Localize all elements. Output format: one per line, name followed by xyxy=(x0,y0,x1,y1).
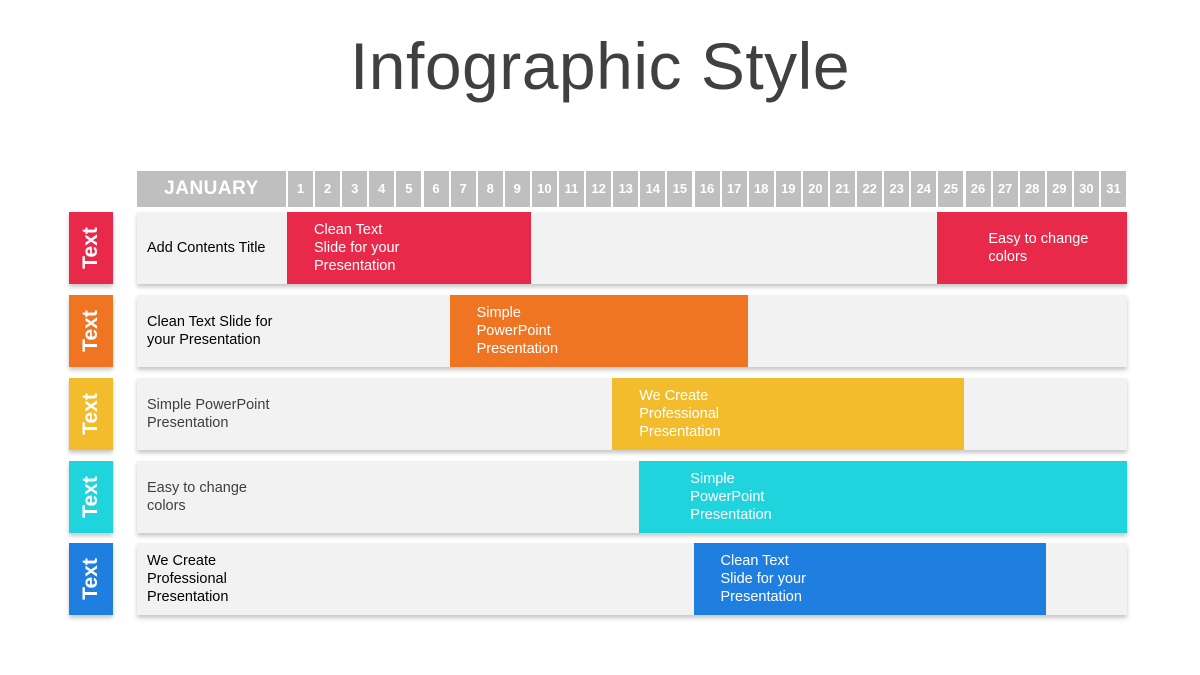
day-cell: 24 xyxy=(911,171,937,207)
timeline-row: We Create Professional Presentation Clean… xyxy=(137,543,1127,615)
day-cell: 15 xyxy=(667,171,693,207)
timeline-row: Easy to change colors Simple PowerPoint P… xyxy=(137,461,1127,533)
row-tag-label: Text xyxy=(79,476,102,518)
day-cell: 3 xyxy=(342,171,368,207)
row-tag-label: Text xyxy=(79,227,102,269)
row-label: Simple PowerPoint Presentation xyxy=(147,397,270,431)
day-cell: 26 xyxy=(965,171,991,207)
timeline-bar: Clean Text Slide for your Presentation xyxy=(287,212,531,284)
row-tag: Text xyxy=(69,378,113,450)
row-tag: Text xyxy=(69,461,113,533)
day-cell: 23 xyxy=(884,171,910,207)
day-cell: 27 xyxy=(992,171,1018,207)
day-cell: 30 xyxy=(1073,171,1099,207)
day-cell: 29 xyxy=(1046,171,1072,207)
day-cell: 11 xyxy=(559,171,584,207)
row-tag: Text xyxy=(69,295,113,367)
timeline-bar: Simple PowerPoint Presentation xyxy=(639,461,1127,533)
timeline-bar: Easy to change colors xyxy=(937,212,1127,284)
day-cell: 1 xyxy=(288,171,313,207)
day-cell: 18 xyxy=(748,171,774,207)
day-cell: 2 xyxy=(315,171,341,207)
day-cell: 21 xyxy=(830,171,855,207)
row-tag-label: Text xyxy=(79,393,102,435)
row-label: Add Contents Title xyxy=(147,240,266,256)
timeline-bar: We Create Professional Presentation xyxy=(612,378,965,450)
timeline-row: Clean Text Slide for your Presentation Si… xyxy=(137,295,1127,367)
row-tag-label: Text xyxy=(79,558,102,600)
day-cell: 10 xyxy=(531,171,557,207)
day-cell: 6 xyxy=(423,171,449,207)
row-label: We Create Professional Presentation xyxy=(147,553,229,605)
day-cell: 17 xyxy=(721,171,747,207)
day-cell: 12 xyxy=(586,171,612,207)
row-tag: Text xyxy=(69,212,113,284)
timeline-bar: Simple PowerPoint Presentation xyxy=(449,295,748,367)
day-cell: 14 xyxy=(640,171,666,207)
row-label: Easy to change colors xyxy=(147,480,247,514)
timeline-bar: Clean Text Slide for your Presentation xyxy=(693,543,1046,615)
day-cell: 25 xyxy=(938,171,964,207)
day-cell: 19 xyxy=(775,171,801,207)
day-cell: 4 xyxy=(369,171,395,207)
day-cell: 31 xyxy=(1101,171,1126,207)
day-cell: 13 xyxy=(613,171,639,207)
day-cell: 28 xyxy=(1019,171,1045,207)
month-label: JANUARY xyxy=(137,171,286,207)
day-cell: 22 xyxy=(857,171,883,207)
day-cell: 7 xyxy=(450,171,476,207)
slide-title: Infographic Style xyxy=(349,29,851,103)
row-tag: Text xyxy=(69,543,113,615)
day-cell: 16 xyxy=(694,171,720,207)
day-cell: 8 xyxy=(477,171,503,207)
timeline-row: Simple PowerPoint Presentation We Create … xyxy=(137,378,1127,450)
day-cell: 5 xyxy=(396,171,422,207)
day-cell: 20 xyxy=(802,171,828,207)
timeline-row: Add Contents Title Clean Text Slide for y… xyxy=(137,212,1127,284)
row-label: Clean Text Slide for your Presentation xyxy=(147,314,273,348)
row-tag-label: Text xyxy=(79,310,102,352)
day-cell: 9 xyxy=(504,171,530,207)
